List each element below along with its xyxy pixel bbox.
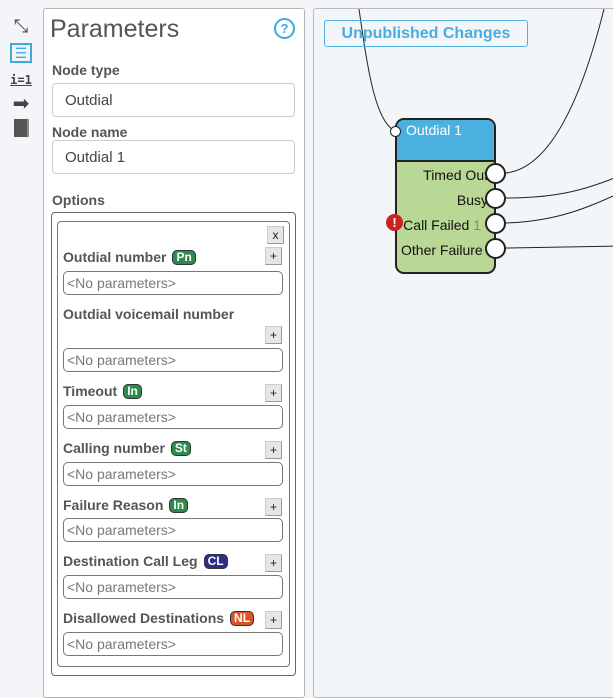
option-label-text: Outdial voicemail number — [63, 306, 235, 322]
option-label-text: Destination Call Leg — [63, 553, 198, 569]
destination-call-leg-field[interactable]: <No parameters> — [63, 575, 283, 599]
option-label-text: Timeout — [63, 383, 118, 399]
type-badge: Pn — [172, 249, 196, 265]
node-name-label: Node name — [52, 124, 128, 140]
option-label-text: Outdial number — [63, 249, 167, 265]
connector-other-failure[interactable] — [485, 238, 506, 259]
unpublished-changes-button[interactable]: Unpublished Changes — [324, 20, 528, 47]
node-title: Outdial 1 — [397, 120, 494, 162]
destination-call-leg-add-button[interactable]: + — [265, 554, 282, 572]
type-badge: CL — [203, 553, 228, 569]
outdial-number-add-button[interactable]: + — [265, 247, 282, 265]
book-icon[interactable] — [10, 118, 32, 138]
connection-line — [358, 9, 397, 133]
destination-call-leg-label: Destination Call Leg CL — [63, 553, 228, 569]
option-label-text: Calling number — [63, 440, 165, 456]
disallowed-destinations-label: Disallowed Destinations NL — [63, 610, 255, 626]
failure-reason-label: Failure Reason In — [63, 497, 189, 513]
help-icon[interactable]: ? — [274, 18, 295, 39]
list-icon[interactable]: ☰ — [10, 43, 32, 63]
timeout-field[interactable]: <No parameters> — [63, 405, 283, 429]
disallowed-destinations-field[interactable]: <No parameters> — [63, 632, 283, 656]
connection-line — [505, 245, 613, 249]
timeout-add-button[interactable]: + — [265, 384, 282, 402]
options-box: x Outdial number Pn + <No parameters> Outdia… — [51, 212, 296, 676]
assign-icon[interactable]: i=1 — [10, 73, 32, 87]
port-busy: Busy — [456, 192, 488, 208]
port-call-failed: Call Failed 1 — [403, 217, 481, 233]
outdial-node[interactable]: Outdial 1 Timed Out Busy Call Failed 1 O… — [395, 118, 496, 274]
toolbar: ⤡ ☰ i=1 ➡ — [0, 8, 40, 688]
calling-number-add-button[interactable]: + — [265, 441, 282, 459]
outdial-voicemail-number-label: Outdial voicemail number — [63, 306, 234, 322]
disallowed-destinations-add-button[interactable]: + — [265, 611, 282, 629]
failure-reason-field[interactable]: <No parameters> — [63, 518, 283, 542]
option-label-text: Disallowed Destinations — [63, 610, 225, 626]
type-badge: In — [169, 497, 189, 513]
type-badge: NL — [230, 610, 255, 626]
node-type-label: Node type — [52, 62, 120, 78]
connector-busy[interactable] — [485, 188, 506, 209]
type-badge: St — [170, 440, 191, 456]
collapse-icon[interactable]: ⤡ — [13, 15, 29, 36]
error-icon[interactable]: ! — [386, 214, 403, 231]
node-name-field[interactable]: Outdial 1 — [52, 140, 295, 174]
options-label: Options — [52, 192, 105, 208]
connection-line — [505, 195, 613, 224]
outdial-voicemail-number-field[interactable]: <No parameters> — [63, 348, 283, 372]
panel-title: Parameters — [50, 15, 180, 43]
outdial-number-field[interactable]: <No parameters> — [63, 271, 283, 295]
type-badge: In — [123, 383, 142, 399]
outdial-number-label: Outdial number Pn — [63, 249, 196, 265]
parameters-panel: Parameters ? Node type Outdial Node name… — [43, 8, 305, 698]
calling-number-label: Calling number St — [63, 440, 191, 456]
remove-group-button[interactable]: x — [267, 226, 284, 244]
port-other-failure: Other Failure — [401, 242, 483, 258]
outdial-voicemail-number-add-button[interactable]: + — [265, 326, 282, 344]
connection-line — [505, 9, 605, 174]
flow-canvas[interactable]: Unpublished Changes Outdial 1 Timed Out … — [313, 8, 613, 698]
options-group: x Outdial number Pn + <No parameters> Outdia… — [57, 221, 290, 667]
timeout-label: Timeout In — [63, 383, 142, 399]
connection-line — [505, 178, 613, 199]
node-type-field[interactable]: Outdial — [52, 83, 295, 117]
connector-timed-out[interactable] — [485, 163, 506, 184]
calling-number-field[interactable]: <No parameters> — [63, 462, 283, 486]
arrow-right-icon[interactable]: ➡ — [12, 92, 30, 115]
port-timed-out: Timed Out — [423, 167, 488, 183]
option-label-text: Failure Reason — [63, 497, 164, 513]
connector-call-failed[interactable] — [485, 213, 506, 234]
failure-reason-add-button[interactable]: + — [265, 498, 282, 516]
connections — [358, 9, 613, 249]
input-connector[interactable] — [390, 126, 401, 137]
